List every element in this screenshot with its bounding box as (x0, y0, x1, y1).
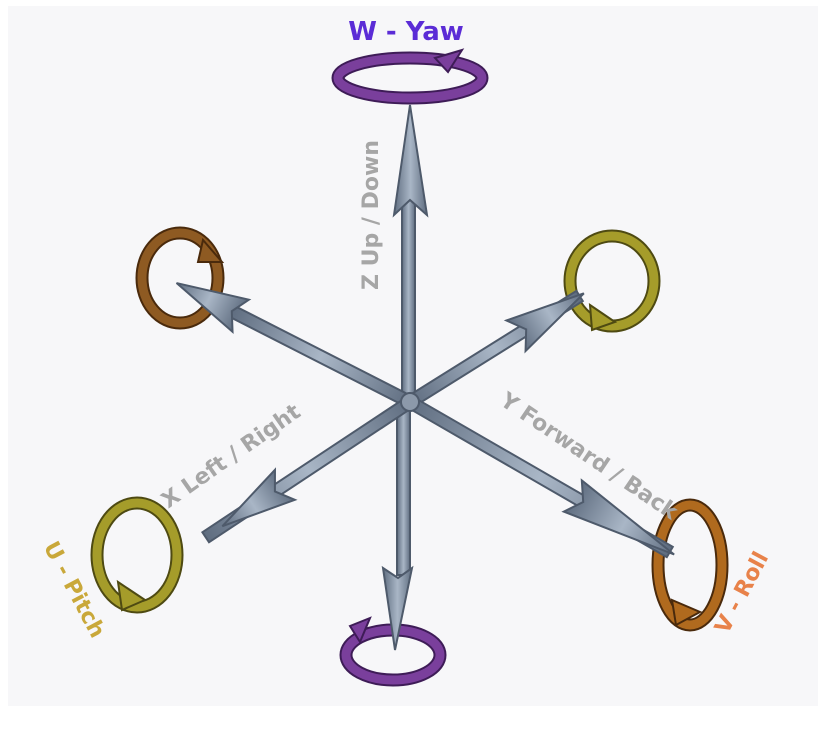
z-axis-label: Z Up / Down (359, 140, 384, 290)
y-upper-right-arrow (405, 289, 585, 409)
roll-rotation-left-icon (135, 226, 225, 330)
yaw-rotation-top-icon (331, 48, 489, 105)
z-up-arrow (392, 104, 429, 406)
pitch-rotation-right-icon (563, 229, 661, 333)
y-lower-right-arrow (405, 395, 675, 559)
z-down-arrow (381, 404, 414, 651)
axis-arrows-icon (175, 104, 675, 651)
roll-rotation-right-icon (651, 498, 729, 632)
yaw-label: W - Yaw (348, 17, 464, 47)
pitch-rotation-left-icon (90, 496, 184, 614)
x-left-arrow (175, 282, 415, 409)
